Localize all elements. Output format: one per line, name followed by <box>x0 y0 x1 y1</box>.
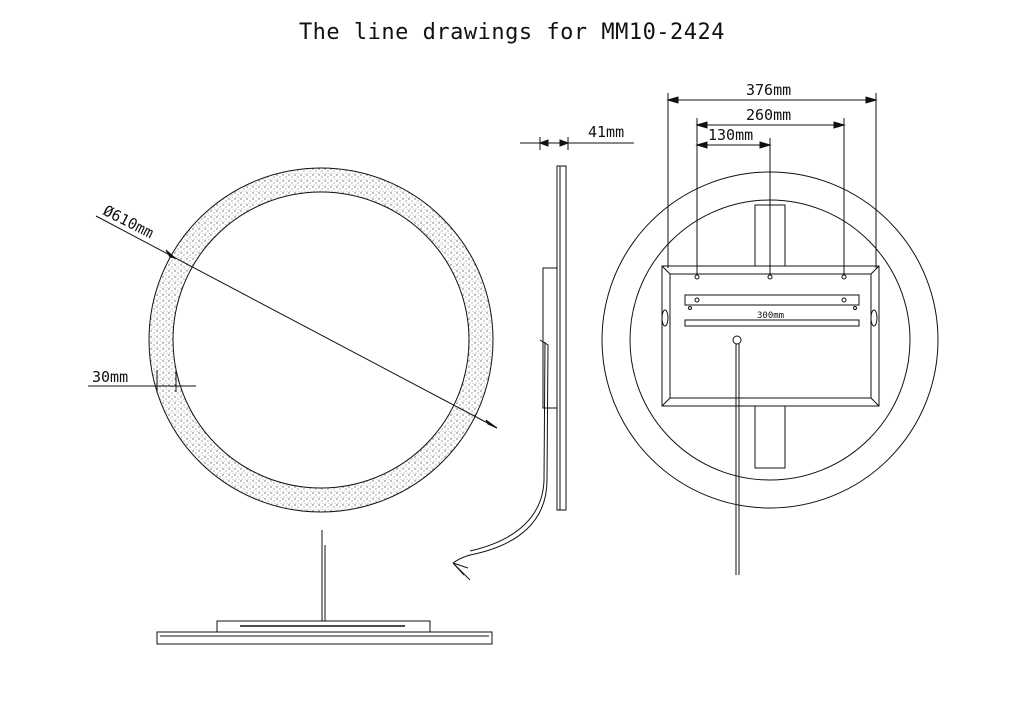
cable-grommet <box>732 335 742 345</box>
hole-width-label: 260mm <box>746 106 791 124</box>
dimension-bar <box>684 319 860 327</box>
band-width-label: 30mm <box>92 368 128 386</box>
total-width-label: 376mm <box>746 81 791 99</box>
left-hook <box>661 309 669 327</box>
front-view <box>88 167 498 513</box>
mount-plate-bottom <box>754 404 786 469</box>
back-frame-side <box>542 267 558 409</box>
back-frame-bottom <box>216 620 431 633</box>
mirror-bottom-panel <box>156 631 493 645</box>
bar-width-label: 300mm <box>757 311 784 321</box>
mounting-rail <box>684 294 860 306</box>
bottom-view <box>156 530 493 645</box>
mirror-inner-edge <box>172 191 470 489</box>
drawing-title: The line drawings for MM10-2424 <box>298 20 726 45</box>
right-hook <box>870 309 878 327</box>
depth-label: 41mm <box>588 123 624 141</box>
side-view <box>452 137 634 581</box>
back-view <box>601 93 939 575</box>
mirror-side-glass <box>556 165 567 511</box>
half-width-label: 130mm <box>708 126 753 144</box>
diameter-label: Ø610mm <box>100 202 156 243</box>
diameter-leader <box>95 215 498 429</box>
back-frame <box>661 265 880 407</box>
cable-side <box>452 339 549 564</box>
